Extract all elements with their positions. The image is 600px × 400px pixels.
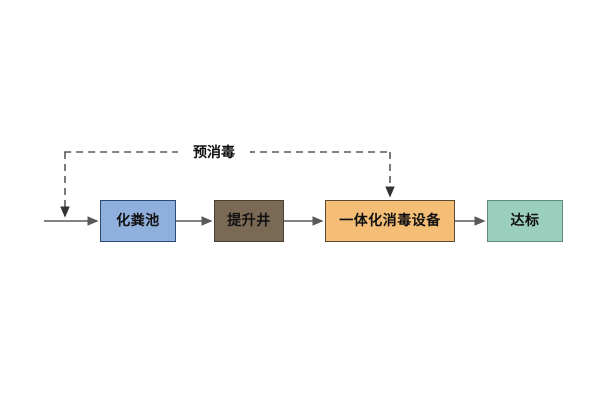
node-integrated-disinfection-equipment-label: 一体化消毒设备 bbox=[339, 213, 441, 229]
node-septic-tank[interactable]: 化粪池 bbox=[100, 200, 176, 242]
node-lift-well[interactable]: 提升井 bbox=[214, 200, 284, 242]
node-integrated-disinfection-equipment[interactable]: 一体化消毒设备 bbox=[325, 200, 455, 242]
node-lift-well-label: 提升井 bbox=[227, 213, 271, 229]
node-septic-tank-label: 化粪池 bbox=[116, 213, 160, 229]
node-standard-compliant[interactable]: 达标 bbox=[487, 200, 563, 242]
loop-label-pre-disinfection: 预消毒 bbox=[178, 141, 250, 163]
node-standard-compliant-label: 达标 bbox=[510, 213, 540, 229]
loop-label-text: 预消毒 bbox=[193, 145, 235, 161]
